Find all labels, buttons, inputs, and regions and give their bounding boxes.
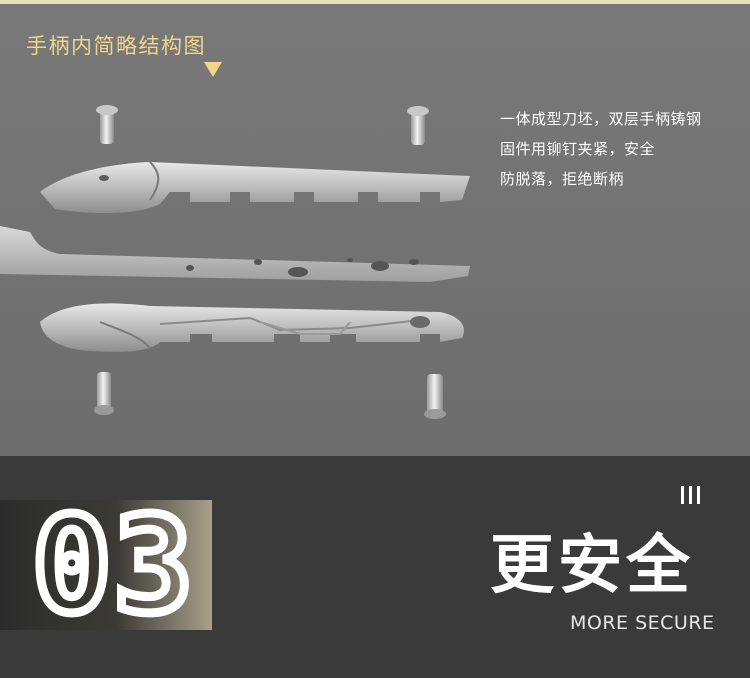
structure-description: 一体成型刀坯，双层手柄铸钢 固件用铆钉夹紧，安全 防脱落，拒绝断柄 (500, 104, 740, 194)
lower-handle-scale (40, 303, 464, 352)
feature-banner (0, 456, 750, 678)
rivet-bottom-left (94, 372, 114, 415)
description-line: 固件用铆钉夹紧，安全 (500, 140, 656, 158)
feature-number: 03 (28, 508, 198, 618)
upper-handle-scale (40, 161, 470, 214)
feature-number-text: 03 (32, 508, 195, 618)
description-line: 防脱落，拒绝断柄 (500, 170, 625, 188)
down-triangle-icon (204, 62, 222, 77)
top-accent-strip (0, 0, 750, 4)
rivet-top-left (96, 105, 118, 144)
description-line: 一体成型刀坯，双层手柄铸钢 (500, 110, 702, 128)
rivet-top-right (407, 106, 429, 145)
rivet-bottom-right (424, 374, 446, 419)
structure-diagram-panel: 手柄内简略结构图 (0, 4, 750, 456)
triple-bar-icon (681, 486, 700, 504)
feature-number-block (0, 500, 212, 630)
blade-tang (0, 226, 470, 282)
section-title: 手柄内简略结构图 (26, 34, 206, 58)
feature-subheadline: MORE SECURE (570, 612, 715, 634)
exploded-handle-illustration (0, 105, 470, 419)
feature-headline: 更安全 (490, 529, 694, 603)
